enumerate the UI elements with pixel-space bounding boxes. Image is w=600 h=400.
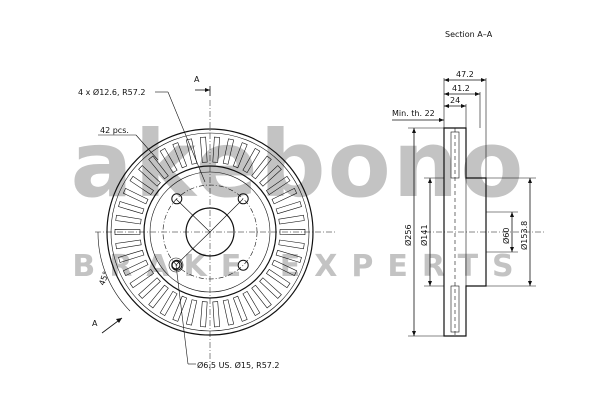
- callout-small-hole-leader: [175, 264, 189, 365]
- vane: [118, 201, 145, 215]
- vane: [275, 201, 302, 215]
- vane: [242, 290, 261, 317]
- vane: [212, 136, 221, 163]
- callout-vanes-text: 42 pcs.: [100, 126, 129, 135]
- vent-slot-upper: [450, 131, 460, 179]
- min-thickness-label: Min. th. 22: [392, 109, 435, 118]
- watermark: akebono BRAKE EXPERTS: [71, 111, 527, 284]
- vane: [222, 299, 235, 326]
- section-marker-bottom: A: [92, 319, 98, 328]
- section-marker-top: A: [194, 75, 200, 84]
- vane: [199, 136, 208, 163]
- hat-step-circle: [149, 171, 271, 293]
- ref-line-bolt-2: [175, 198, 211, 233]
- bolt-hole: [237, 259, 249, 271]
- dia-bolt-label: Ø153.8: [519, 221, 529, 250]
- vane: [242, 147, 261, 174]
- vane: [159, 290, 178, 317]
- vane: [199, 301, 208, 328]
- vane: [251, 284, 272, 309]
- vane: [172, 142, 188, 169]
- vane: [148, 155, 169, 180]
- section-arrowheads: [412, 78, 532, 336]
- vent-slot-lower: [450, 285, 460, 333]
- callout-holes-text: 4 x Ø12.6, R57.2: [78, 87, 145, 97]
- vane: [129, 175, 155, 196]
- vane: [251, 155, 272, 180]
- vane: [118, 249, 145, 263]
- dia-hat-label: Ø141: [419, 224, 429, 246]
- ref-line-bolt: [209, 198, 244, 233]
- dim-width-total: 47.2: [456, 70, 474, 79]
- locating-hole-counterbore: [168, 257, 184, 273]
- section-arrowhead-top: [205, 88, 210, 92]
- vane: [159, 147, 178, 174]
- vane: [138, 277, 161, 299]
- bolt-hole: [171, 193, 183, 205]
- vane: [138, 165, 161, 187]
- vane: [129, 268, 155, 289]
- locating-hole: [171, 260, 181, 270]
- callout-holes-leader: [167, 91, 206, 183]
- disc-outer-rim: [110, 132, 310, 332]
- dim-width-hat: 41.2: [452, 84, 470, 93]
- vane: [185, 299, 198, 326]
- bolt-hole: [237, 193, 249, 205]
- vane: [122, 187, 149, 205]
- bolt-circle: [162, 184, 258, 280]
- dim-width-disc: 24: [450, 96, 460, 105]
- watermark-brand: akebono: [71, 111, 526, 218]
- hat-outer-circle: [143, 165, 277, 299]
- vane: [278, 239, 305, 250]
- vane: [222, 138, 235, 165]
- section-view: Section A–A 47.2 41.2 24 Min. th. 22 Ø25…: [392, 30, 545, 337]
- vane: [279, 228, 306, 236]
- vane: [275, 249, 302, 263]
- vane: [271, 259, 298, 277]
- vane: [271, 187, 298, 205]
- section-arrowhead-bottom: [116, 318, 122, 323]
- dia-center-label: Ø60: [501, 228, 511, 244]
- callout-small-hole-text: Ø6.5 US. Ø15, R57.2: [197, 360, 280, 370]
- vane: [172, 295, 188, 322]
- ref-line-small-hole: [175, 231, 211, 266]
- vane: [259, 165, 282, 187]
- vane: [265, 175, 291, 196]
- vane: [115, 239, 142, 250]
- watermark-tagline: BRAKE EXPERTS: [72, 249, 527, 284]
- vane: [122, 259, 149, 277]
- section-title: Section A–A: [445, 30, 493, 39]
- vane: [278, 214, 305, 225]
- vane: [114, 228, 141, 236]
- vane: [115, 214, 142, 225]
- disc-outer-circle: [106, 128, 314, 336]
- dia-outer-label: Ø256: [403, 224, 413, 246]
- vane: [148, 284, 169, 309]
- cooling-vanes: [114, 136, 306, 328]
- front-view: 45° A A 4 x Ø12.6, R57.2 42 pcs. Ø6.5 US…: [78, 75, 335, 370]
- vane: [265, 268, 291, 289]
- vane: [212, 301, 221, 328]
- angle-arc: [97, 231, 131, 312]
- vane: [259, 277, 282, 299]
- vane: [232, 295, 248, 322]
- callout-vanes-leader: [135, 134, 159, 161]
- vane: [232, 142, 248, 169]
- center-bore: [185, 207, 235, 257]
- vane: [185, 138, 198, 165]
